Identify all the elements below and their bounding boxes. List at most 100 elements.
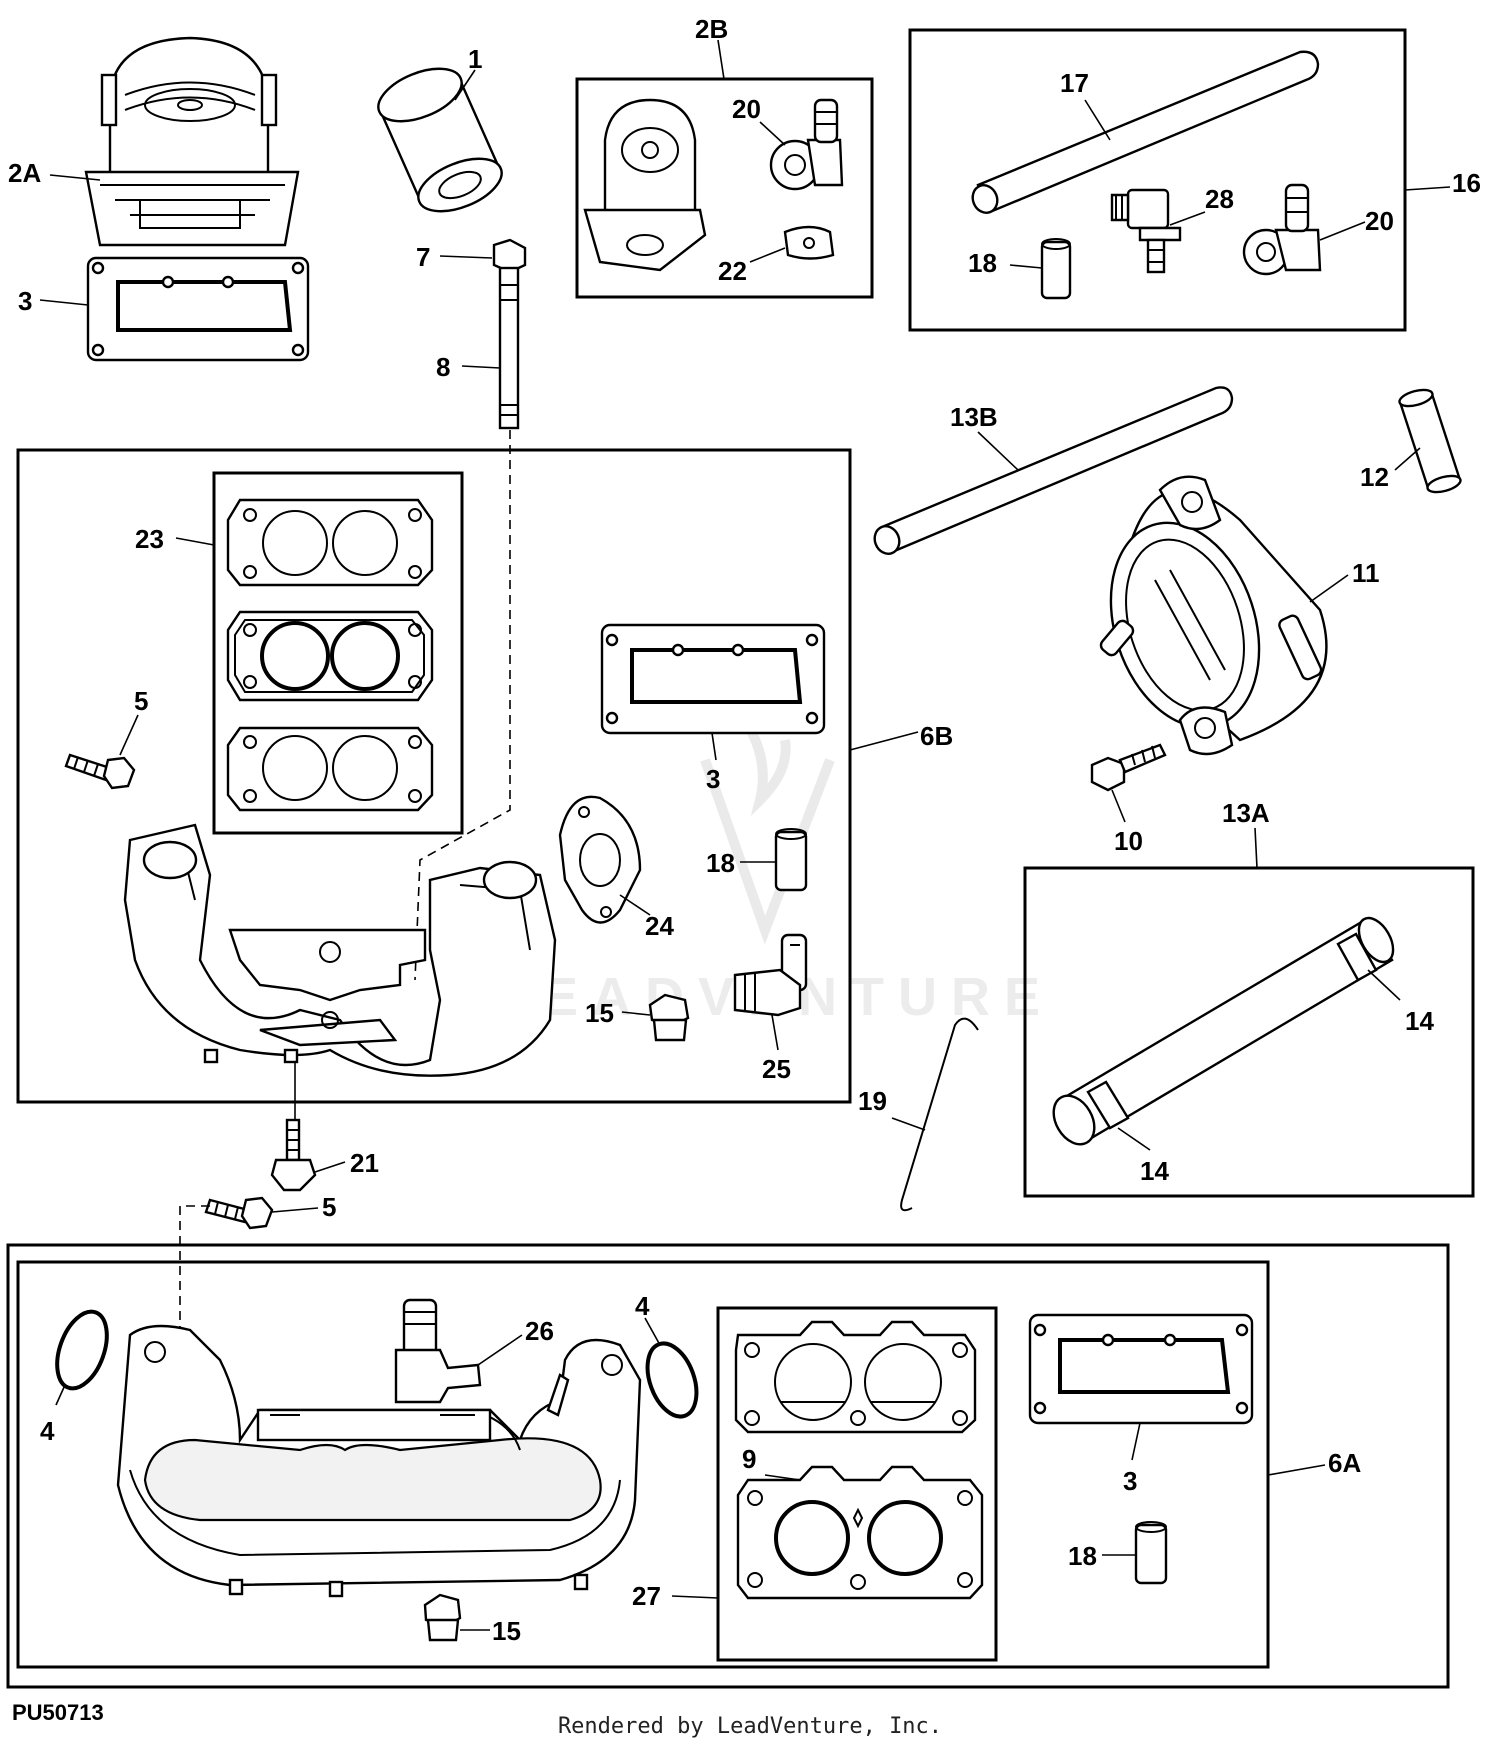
leader-9: [764, 1474, 801, 1481]
leader-16: [1404, 186, 1451, 191]
box-2b: [575, 77, 874, 299]
callout-12: 12: [1360, 462, 1389, 492]
callout-3b: 3: [706, 764, 720, 794]
part-19-wire: [900, 1017, 979, 1212]
part-9-gasket: [736, 1465, 984, 1600]
part-23-gasket-2: [226, 610, 434, 702]
callout-14b: 14: [1140, 1156, 1169, 1186]
leader-7: [439, 255, 493, 259]
part-23-gasket-1: [226, 498, 434, 587]
part-20-fitting-2b: [769, 98, 844, 191]
part-25-elbow: [733, 933, 808, 1017]
leader-26: [477, 1334, 523, 1366]
part-2b-air-cleaner-base: [583, 98, 707, 272]
part-28-check-valve: [1110, 188, 1182, 274]
part-5-screw-6b: [64, 753, 136, 790]
part-15-plug-6a: [423, 1593, 462, 1642]
callout-18a: 18: [968, 248, 997, 278]
callout-14a: 14: [1405, 1006, 1434, 1036]
callout-20b: 20: [1365, 206, 1394, 236]
leader-27: [671, 1595, 719, 1599]
leader-18a: [1009, 264, 1043, 269]
diagram-id: PU50713: [12, 1700, 104, 1725]
part-15-plug-6b: [648, 993, 690, 1042]
leader-15a: [621, 1011, 651, 1016]
screw-dashed-line: [179, 1205, 210, 1340]
leader-23: [175, 537, 215, 546]
leader-3b: [711, 732, 717, 761]
leader-25: [771, 1014, 779, 1051]
part-3-gasket-6b: [600, 623, 826, 735]
part-24-gasket: [558, 795, 642, 924]
callout-4b: 4: [635, 1291, 650, 1321]
leader-14a: [1367, 969, 1401, 1001]
box-16: [908, 28, 1407, 332]
box-27-gasket-set: [716, 1306, 998, 1662]
callout-10: 10: [1114, 826, 1143, 856]
leader-20a: [759, 121, 786, 146]
part-8-stud: [498, 266, 520, 430]
callout-24: 24: [645, 911, 674, 941]
leader-2a: [49, 174, 101, 181]
leader-4a: [55, 1384, 66, 1406]
callout-5b: 5: [322, 1192, 336, 1222]
leader-6a: [1267, 1464, 1326, 1476]
callout-11: 11: [1352, 558, 1380, 588]
callout-17: 17: [1060, 68, 1089, 98]
part-1-filter: [377, 67, 503, 213]
part-18-sleeve-6a: [1134, 1521, 1168, 1585]
leader-2b: [717, 39, 725, 80]
leader-17: [1084, 99, 1111, 141]
part-26-elbow: [394, 1298, 482, 1404]
callout-6a: 6A: [1328, 1448, 1361, 1478]
part-17-hose: [971, 50, 1320, 214]
leader-11: [1309, 574, 1349, 603]
leader-5a: [119, 714, 139, 756]
part-7-nut: [492, 238, 527, 274]
callout-1: 1: [468, 44, 482, 74]
leader-28: [1169, 211, 1206, 226]
part-20-fitting-box16: [1242, 183, 1322, 276]
leader-8: [461, 365, 501, 369]
part-22-gasket: [783, 225, 835, 260]
callout-3c: 3: [1123, 1466, 1137, 1496]
box-6a-inner: [16, 1260, 1270, 1669]
part-18-sleeve-6b: [774, 828, 808, 892]
callout-18c: 18: [1068, 1541, 1097, 1571]
part-2a-air-cleaner-base: [84, 36, 300, 247]
callout-16: 16: [1452, 168, 1481, 198]
part-4-o-ring-right: [645, 1341, 699, 1419]
leader-12: [1394, 447, 1421, 471]
callout-9: 9: [742, 1444, 756, 1474]
leader-6b: [849, 731, 919, 751]
callout-27: 27: [632, 1581, 661, 1611]
leader-22: [749, 247, 786, 263]
leader-14b: [1117, 1127, 1151, 1151]
leader-5b: [271, 1207, 319, 1213]
leader-19: [891, 1117, 926, 1131]
stud-dashed-line: [414, 430, 511, 981]
callout-28: 28: [1205, 184, 1234, 214]
callout-7: 7: [416, 242, 430, 272]
part-12-sleeve: [1398, 388, 1462, 494]
part-5-screw-lower: [204, 1196, 274, 1230]
part-23-gasket-3: [226, 726, 434, 812]
leader-13a: [1254, 827, 1258, 869]
watermark-logo: [700, 717, 835, 945]
leader-10: [1111, 789, 1126, 823]
callout-23: 23: [135, 524, 164, 554]
callout-21: 21: [350, 1148, 379, 1178]
box-6b: [16, 448, 852, 1104]
callout-15b: 15: [492, 1616, 521, 1646]
part-27-gasket-upper: [734, 1320, 977, 1434]
leader-4b: [644, 1317, 661, 1346]
part-11-fuel-pump: [1099, 475, 1328, 756]
part-18-sleeve-box16: [1040, 238, 1072, 300]
callout-6b: 6B: [920, 721, 953, 751]
callout-2b: 2B: [695, 14, 728, 44]
leader-3a: [39, 299, 89, 306]
callout-19: 19: [858, 1086, 887, 1116]
part-13a-hose-assembly: [1052, 916, 1395, 1146]
box-13a: [1023, 866, 1475, 1198]
